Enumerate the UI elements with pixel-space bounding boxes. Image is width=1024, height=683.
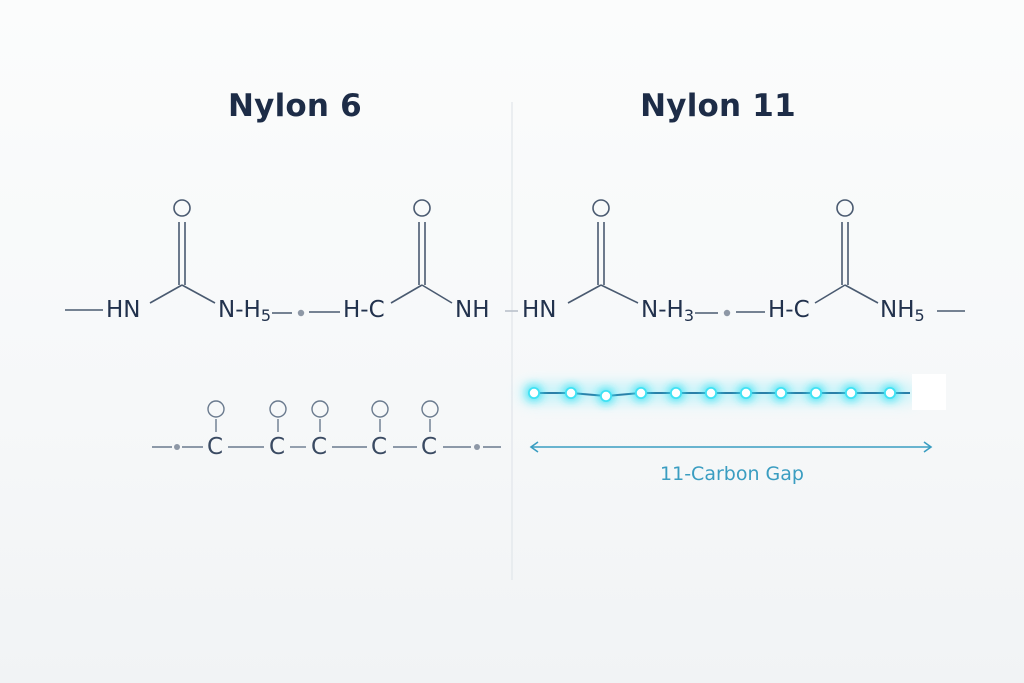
carbon-atom: C [371, 434, 388, 460]
nylon11-hc-group: H-C [768, 297, 810, 323]
nylon11-highlight-chain [520, 383, 915, 403]
subscript: 3 [683, 306, 694, 325]
nh-label: N-H [218, 297, 261, 323]
oxygen-ring-icon [413, 199, 431, 217]
nylon6-hc-group: H-C [343, 297, 385, 323]
oxygen-ring-icon [836, 199, 854, 217]
chain-end-dot-icon [474, 444, 480, 450]
chain-end-block [912, 374, 946, 410]
nylon6-backbone-bonds [65, 222, 518, 314]
nylon6-hn-group: HN [106, 297, 141, 323]
nylon11-backbone-bonds [567, 222, 965, 314]
oxygen-ring-icon [173, 199, 191, 217]
nylon11-title: Nylon 11 [640, 88, 796, 124]
subscript: 5 [260, 306, 271, 325]
chain-end-dot-icon [174, 444, 180, 450]
nylon11-nh-group: N-H3 [641, 297, 694, 325]
carbon-atom: C [421, 434, 438, 460]
carbon-atom: C [207, 434, 224, 460]
nylon6-nh-terminal: NH [455, 297, 490, 323]
carbon-atom: C [311, 434, 328, 460]
carbon-atom: C [269, 434, 286, 460]
gap-double-arrow-icon [529, 441, 933, 453]
nh-label: N-H [641, 297, 684, 323]
carbon-gap-label: 11-Carbon Gap [660, 463, 804, 485]
nylon6-nh-group: N-H5 [218, 297, 271, 325]
nylon11-nh-terminal: NH5 [880, 297, 925, 325]
nylon11-hn-group: HN [522, 297, 557, 323]
linker-dot-icon [723, 309, 731, 317]
nh-label: NH [880, 297, 915, 323]
nylon6-title: Nylon 6 [228, 88, 362, 124]
subscript: 5 [914, 306, 925, 325]
nylon6-carbon-chain [152, 400, 501, 448]
linker-dot-icon [297, 309, 305, 317]
oxygen-ring-icon [592, 199, 610, 217]
